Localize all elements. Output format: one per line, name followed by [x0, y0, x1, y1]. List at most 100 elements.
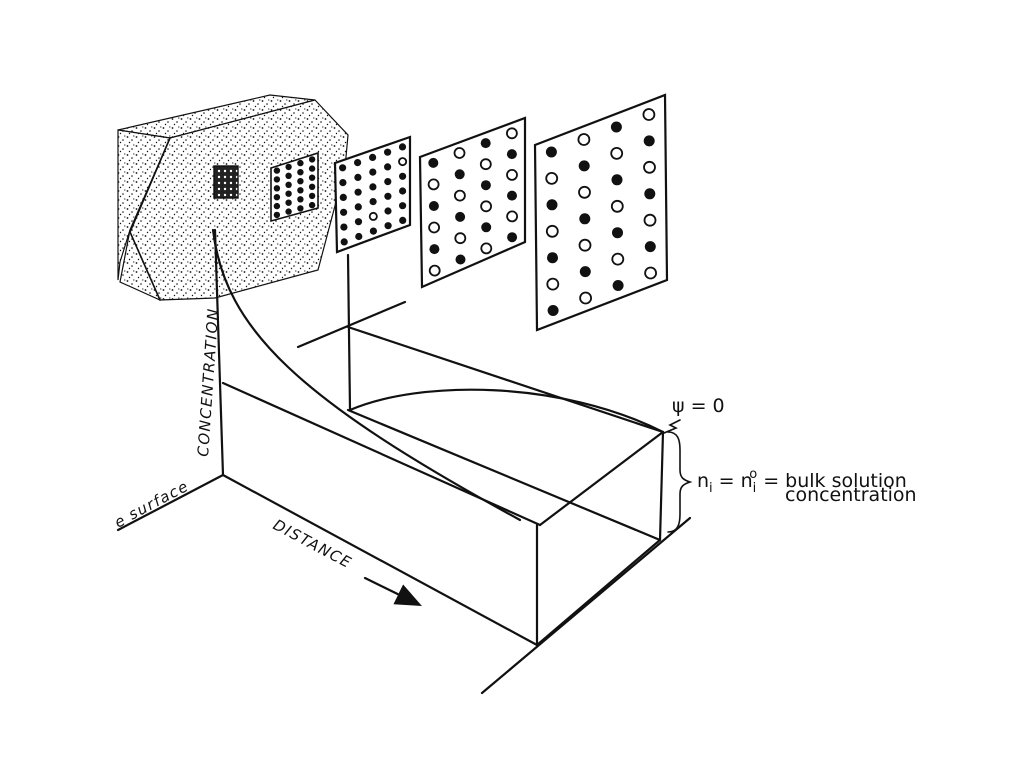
surface-lattice-dots [273, 156, 316, 219]
co-ion-dot [546, 277, 560, 291]
bulk-box [221, 253, 692, 695]
counter-ion-dot [644, 241, 656, 253]
counter-ion-dot [354, 188, 362, 196]
counter-ion-dot [285, 199, 292, 206]
counter-ion-dot [610, 121, 622, 133]
concentration-axis-line [213, 228, 225, 477]
co-ion-dot [506, 210, 518, 223]
lattice-panel-2 [418, 116, 527, 289]
counter-ion-dot [384, 178, 392, 186]
counter-ion-dot [340, 238, 348, 246]
counter-ion-dot [285, 208, 292, 215]
box-right-vertical [658, 430, 665, 542]
co-ion-dot [578, 238, 592, 252]
counter-ion-dot [308, 174, 316, 181]
counter-ion-curve [211, 228, 522, 522]
counter-ion-dot [398, 143, 407, 151]
bulk-brace [667, 431, 693, 533]
counter-ion-dot [384, 192, 392, 200]
counter-ion-dot [273, 202, 281, 210]
counter-ion-dot [643, 135, 655, 147]
ni0-symbol: n [741, 470, 753, 492]
co-ion-dot [479, 158, 492, 171]
counter-ion-dot [644, 188, 656, 200]
counter-ion-dot [480, 138, 491, 149]
counter-ion-dot [399, 187, 407, 195]
counter-ion-dot [273, 167, 281, 174]
counter-ion-dot [547, 305, 559, 316]
counter-ion-dot [297, 159, 304, 167]
box-back-vertical [346, 253, 352, 412]
co-ion-dot [642, 108, 656, 121]
counter-ion-dot [612, 280, 624, 291]
concentration-axis-label: CONCENTRATION [194, 307, 222, 457]
baseline-extension [480, 516, 692, 695]
counter-ion-dot [579, 213, 591, 225]
surface-edge: e surface [111, 473, 225, 532]
counter-ion-dot [399, 172, 407, 180]
box-back-crossbar [296, 300, 407, 349]
co-ion-curve [348, 388, 665, 434]
counter-ion-dot [547, 252, 558, 264]
counter-ion-dot [297, 178, 304, 185]
psi-label: ψ = 0 [672, 395, 725, 417]
co-ion-dot [427, 178, 440, 191]
counter-ion-dot [428, 157, 439, 168]
counter-ion-dot [455, 254, 466, 265]
particle-edge-line [129, 137, 171, 301]
counter-ion-dot [308, 192, 316, 200]
co-ion-dot [545, 171, 559, 185]
co-ion-dot [578, 185, 591, 199]
counter-ion-dot [369, 183, 377, 191]
psi-annotation: ψ = 0 [663, 395, 725, 434]
lattice-panel-1 [333, 135, 412, 254]
counter-ion-dot [384, 148, 392, 156]
counter-ion-dot [455, 211, 466, 222]
counter-ion-dot [545, 146, 557, 158]
counter-ion-dot [339, 179, 347, 187]
co-ion-dot [454, 232, 467, 245]
psi-pointer [663, 419, 681, 434]
counter-ion-dot [506, 149, 517, 160]
counter-ion-dot [354, 203, 362, 211]
counter-ion-dot [369, 153, 377, 161]
co-ion-dot [428, 264, 441, 277]
counter-ion-dot [428, 201, 439, 211]
counter-ion-dot [399, 202, 407, 210]
co-ion-dot [398, 157, 408, 167]
ni-symbol: n [697, 470, 709, 492]
counter-ion-dot [355, 232, 363, 241]
equals-sign-2: = [763, 470, 779, 492]
co-ion-dot [453, 147, 466, 159]
counter-ion-dot [507, 190, 517, 201]
counter-ion-dot [285, 190, 292, 197]
distance-axis: DISTANCE [270, 516, 422, 606]
counter-ion-dot [481, 222, 492, 233]
counter-ion-dot [429, 244, 440, 255]
surface-prefix-label: e [111, 511, 129, 532]
counter-ion-dot [354, 218, 363, 226]
counter-ion-dot [285, 172, 292, 179]
co-ion-dot [480, 200, 493, 213]
co-ion-dot [643, 160, 656, 174]
box-bottom-front-edge [221, 473, 539, 647]
co-ion-dot [545, 224, 559, 238]
counter-ion-dot [285, 181, 292, 188]
counter-ion-dot [354, 173, 362, 181]
box-back-top-edge [346, 325, 665, 434]
box-top-right-edge [538, 430, 665, 527]
counter-ion-dot [612, 227, 623, 239]
counter-ion-dot [273, 211, 281, 219]
counter-ion-dot [384, 207, 392, 215]
counter-ion-dot [480, 180, 491, 191]
counter-ion-dot [285, 163, 292, 171]
co-ion-dot [453, 189, 466, 202]
counter-ion-dot [339, 193, 347, 201]
counter-ion-dot [384, 222, 392, 230]
svg-text:ni=nio=bulk solution: ni=nio=bulk solution [697, 467, 907, 496]
bulk-line-1: bulk solution [785, 470, 907, 492]
co-ion-dot [480, 242, 493, 255]
ni0-superscript: o [749, 467, 757, 482]
